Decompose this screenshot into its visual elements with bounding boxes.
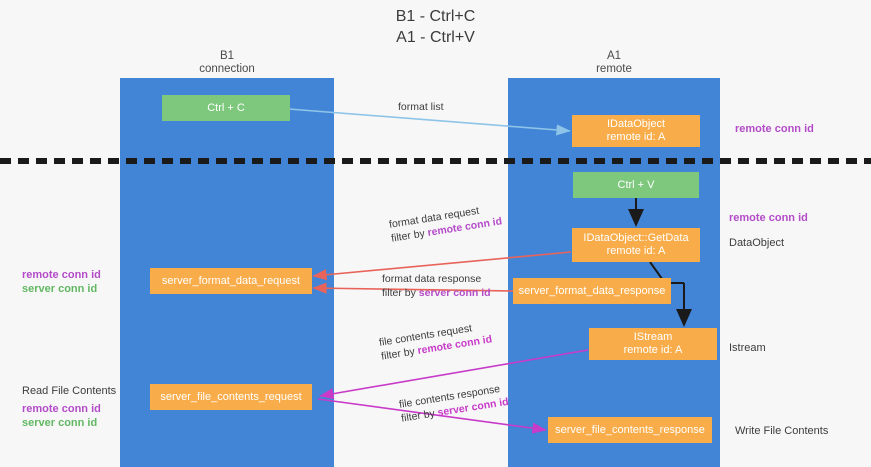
node-ctrl-c-label: Ctrl + C <box>207 101 245 114</box>
node-istream-sub: remote id: A <box>623 344 683 356</box>
node-idataobject-label: IDataObject <box>606 118 666 130</box>
node-getdata[interactable]: IDataObject::GetData remote id: A <box>572 228 700 262</box>
edge-label-file-contents-response: file contents response filter by server … <box>398 381 510 426</box>
node-server-format-data-request-label: server_format_data_request <box>161 274 301 287</box>
edge-label-format-data-response-prefix: filter by <box>382 287 419 299</box>
right-label-remote-conn-id-top: remote conn id <box>735 123 814 135</box>
edge-label-format-data-response-line1: format data response <box>382 273 482 285</box>
page-title: B1 - Ctrl+C A1 - Ctrl+V <box>0 6 871 48</box>
node-idataobject[interactable]: IDataObject remote id: A <box>572 115 700 147</box>
edge-label-format-list: format list <box>398 100 444 114</box>
left-label-remote-conn-id-2: remote conn id <box>22 403 101 415</box>
left-label-server-conn-id-2: server conn id <box>22 417 98 429</box>
title-line-1: B1 - Ctrl+C <box>395 8 476 25</box>
edge-label-file-contents-request: file contents request filter by remote c… <box>378 318 493 363</box>
node-getdata-sub: remote id: A <box>606 245 666 257</box>
node-server-file-contents-request-label: server_file_contents_request <box>160 390 302 403</box>
right-label-istream: Istream <box>729 342 766 354</box>
left-label-read-file-contents: Read File Contents <box>22 385 117 397</box>
node-istream-label: IStream <box>633 331 673 343</box>
node-server-format-data-request[interactable]: server_format_data_request <box>150 268 312 294</box>
title-line-2: A1 - Ctrl+V <box>396 29 475 46</box>
column-header-a1-title: A1 <box>606 50 622 62</box>
node-getdata-label: IDataObject::GetData <box>583 232 689 244</box>
edge-label-format-list-text: format list <box>398 101 444 113</box>
node-server-format-data-response[interactable]: server_format_data_response <box>513 278 671 304</box>
column-header-b1: B1 connection <box>147 50 307 76</box>
node-server-format-data-response-label: server_format_data_response <box>518 284 666 297</box>
column-header-b1-title: B1 <box>219 50 235 62</box>
right-label-remote-conn-id-mid: remote conn id <box>729 212 808 224</box>
node-idataobject-sub: remote id: A <box>606 131 666 143</box>
edge-label-format-data-response-filter: server conn id <box>418 287 491 299</box>
left-label-remote-conn-id: remote conn id <box>22 269 101 281</box>
edge-label-format-data-request: format data request filter by remote con… <box>388 200 503 245</box>
edge-label-format-data-response: format data response filter by server co… <box>382 272 491 300</box>
right-label-dataobject: DataObject <box>729 237 785 249</box>
node-istream[interactable]: IStream remote id: A <box>589 328 717 360</box>
left-label-server-conn-id: server conn id <box>22 283 98 295</box>
node-ctrl-v[interactable]: Ctrl + V <box>573 172 699 198</box>
node-ctrl-v-label: Ctrl + V <box>617 178 655 191</box>
column-header-b1-subtitle: connection <box>199 63 255 75</box>
node-server-file-contents-response[interactable]: server_file_contents_response <box>548 417 712 443</box>
column-header-a1-subtitle: remote <box>596 63 632 75</box>
node-ctrl-c[interactable]: Ctrl + C <box>162 95 290 121</box>
node-server-file-contents-response-label: server_file_contents_response <box>555 423 705 436</box>
column-header-a1: A1 remote <box>534 50 694 76</box>
right-label-write-file-contents: Write File Contents <box>735 425 829 437</box>
node-server-file-contents-request[interactable]: server_file_contents_request <box>150 384 312 410</box>
